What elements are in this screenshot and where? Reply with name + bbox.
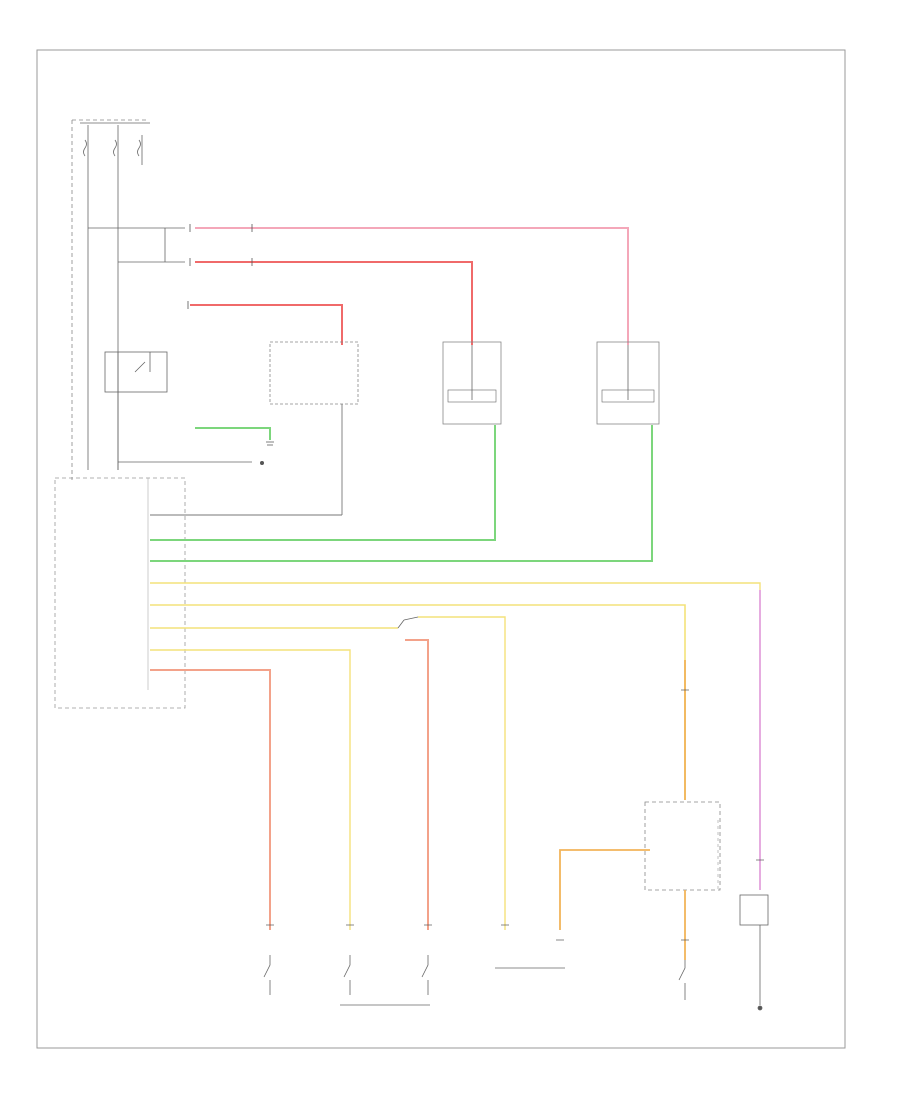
wire-salmon-1 <box>150 669 271 930</box>
diagram-frame <box>36 49 846 1049</box>
center-module <box>269 341 359 405</box>
wire-yellow-1 <box>150 582 761 890</box>
relay-left <box>104 351 168 393</box>
seat-belt-module <box>644 801 721 891</box>
wire-green-3 <box>150 425 653 562</box>
connector-markers <box>266 689 764 941</box>
wire-yellow-2 <box>150 604 686 800</box>
wire-red-2 <box>190 304 343 345</box>
wire-salmon-2 <box>405 639 429 930</box>
body-control-module <box>54 477 186 709</box>
right-door-switch-box <box>596 341 660 425</box>
bottom-switches <box>263 894 769 1011</box>
wire-red-1 <box>195 261 473 345</box>
wire-orange-2 <box>559 849 650 930</box>
wire-green-2 <box>150 425 496 541</box>
wire-yellow-5 <box>150 649 351 930</box>
wire-green-1 <box>195 427 271 440</box>
wire-pink-1 <box>195 227 629 345</box>
power-bus <box>88 227 185 263</box>
wire-yellow-4 <box>418 616 506 930</box>
left-door-switch-box <box>442 341 502 425</box>
fuse-block <box>80 122 150 470</box>
connector-ticks <box>187 224 253 309</box>
fuse-block-outline <box>71 119 148 480</box>
